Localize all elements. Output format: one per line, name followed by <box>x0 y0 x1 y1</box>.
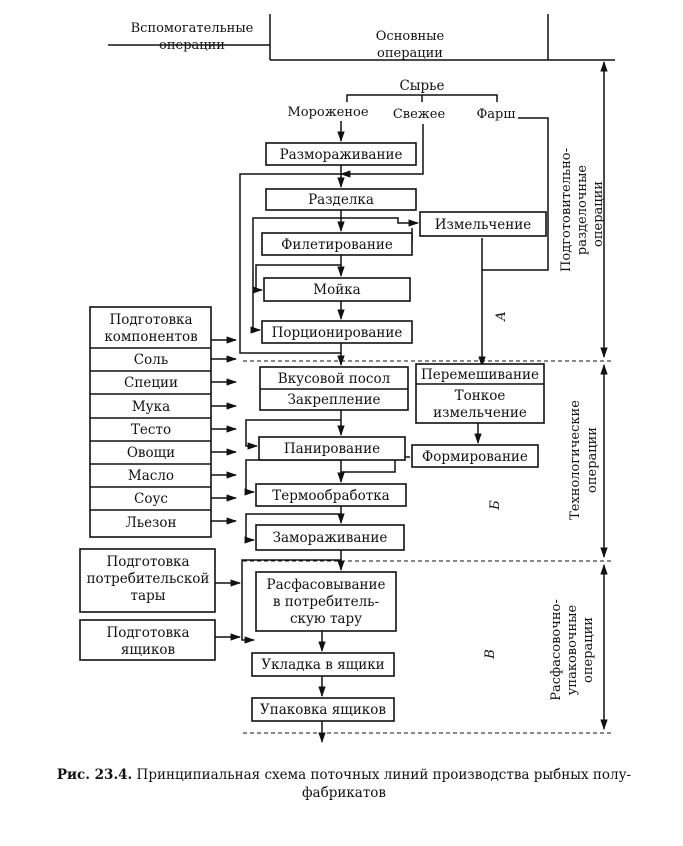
main-header-line2: операции <box>377 46 443 61</box>
box-washing-label: Мойка <box>313 282 360 298</box>
figure-caption: Рис. 23.4. Принципиальная схема поточных… <box>14 766 674 802</box>
side-label-prep: Подготовительно- разделочные операции <box>559 148 606 272</box>
raw-mince: Фарш <box>477 107 516 122</box>
aux-crates-line2: ящиков <box>121 642 176 658</box>
caption-label: Рис. 23.4. <box>56 767 133 783</box>
aux-item-salt: Соль <box>134 352 168 368</box>
aux-consumer-tara-line2: потребительской <box>87 571 210 587</box>
side-tech-line2: операции <box>585 427 600 493</box>
box-fine-grinding-line2: измельчение <box>433 405 527 421</box>
box-packing <box>255 571 397 632</box>
side-prep-line2: разделочные <box>575 165 590 256</box>
box-freezing-label: Замораживание <box>273 530 388 546</box>
box-heat-label: Термообработка <box>272 488 389 504</box>
box-forming <box>411 444 539 468</box>
aux-components-box <box>89 306 212 538</box>
box-breading-label: Панирование <box>284 441 380 457</box>
box-wrapping <box>251 697 395 722</box>
side-pack-line1: Расфасовочно- <box>549 599 564 700</box>
side-prep-line3: операции <box>591 181 606 247</box>
box-boxing <box>251 652 395 677</box>
aux-item-sauce: Соус <box>134 491 168 507</box>
box-mixing-label: Перемешивание <box>421 367 539 383</box>
raw-frozen: Мороженое <box>287 105 368 120</box>
box-packing-line1: Расфасовывание <box>267 577 386 593</box>
aux-crates-line1: Подготовка <box>106 625 189 641</box>
box-portioning-label: Порционирование <box>272 325 403 341</box>
box-boxing-label: Укладка в ящики <box>261 657 384 673</box>
box-fixing-label: Закрепление <box>287 392 380 408</box>
caption-text: Принципиальная схема поточных линий прои… <box>136 767 632 783</box>
aux-arrows <box>211 336 242 641</box>
stage-letter-a: А <box>494 311 509 322</box>
box-fine-grinding-line1: Тонкое <box>455 388 506 404</box>
main-header-line1: Основные <box>376 29 445 44</box>
side-label-tech: Технологические операции <box>568 400 600 520</box>
side-label-pack: Расфасовочно- упаковочные операции <box>549 599 596 700</box>
aux-item-liaison: Льезон <box>125 515 176 531</box>
aux-header-line1: Вспомогательные <box>131 21 254 36</box>
box-packing-line2: в потребитель- <box>273 594 379 610</box>
raw-material: Сырье Мороженое Свежее Фарш <box>287 78 515 122</box>
aux-consumer-tara-box <box>79 548 216 613</box>
box-portioning <box>261 320 413 344</box>
box-grinding <box>419 211 547 237</box>
box-grinding-label: Измельчение <box>435 217 531 233</box>
box-forming-label: Формирование <box>422 449 528 465</box>
connectors <box>239 117 549 744</box>
aux-item-oil: Масло <box>128 468 174 484</box>
aux-item-flour: Мука <box>132 399 170 415</box>
box-breading <box>258 436 406 461</box>
aux-header-line2: операции <box>159 38 225 53</box>
box-cutting <box>265 188 417 211</box>
aux-consumer-tara-line3: тары <box>131 588 166 604</box>
header: Вспомогательные операции Основные операц… <box>108 14 615 61</box>
box-freezing <box>255 524 405 551</box>
aux-column: Подготовка компонентов Соль Специи Мука … <box>79 306 216 661</box>
box-cutting-label: Разделка <box>308 192 374 208</box>
aux-item-spices: Специи <box>124 375 178 391</box>
aux-crates-box <box>79 619 216 661</box>
aux-item-vegetables: Овощи <box>127 445 175 461</box>
stage-separators <box>243 60 613 734</box>
box-thawing-label: Размораживание <box>280 147 403 163</box>
box-salting-label: Вкусовой посол <box>278 371 391 387</box>
side-tech-line1: Технологические <box>568 400 583 520</box>
box-thawing <box>265 142 417 166</box>
side-prep-line1: Подготовительно- <box>559 148 574 272</box>
aux-components-line1: Подготовка <box>109 312 192 328</box>
aux-item-dough: Тесто <box>131 422 171 438</box>
raw-fresh: Свежее <box>393 107 446 122</box>
box-filleting-label: Филетирование <box>281 237 393 253</box>
stage-letter-b: Б <box>488 500 503 511</box>
aux-components-line2: компонентов <box>104 329 198 345</box>
box-wrapping-label: Упаковка ящиков <box>260 702 386 718</box>
side-pack-line2: упаковочные <box>565 604 580 695</box>
box-washing <box>263 277 411 302</box>
main-boxes: Размораживание Разделка Филетирование Из… <box>251 142 547 722</box>
box-packing-line3: скую тару <box>290 611 362 627</box>
caption-text-line2: фабрикатов <box>301 785 387 801</box>
aux-consumer-tara-line1: Подготовка <box>106 554 189 570</box>
box-heat <box>255 483 407 507</box>
side-pack-line3: операции <box>581 617 596 683</box>
stage-letter-v: В <box>483 649 498 660</box>
box-filleting <box>261 232 413 256</box>
raw-title: Сырье <box>399 78 444 94</box>
box-mixing <box>415 363 545 424</box>
